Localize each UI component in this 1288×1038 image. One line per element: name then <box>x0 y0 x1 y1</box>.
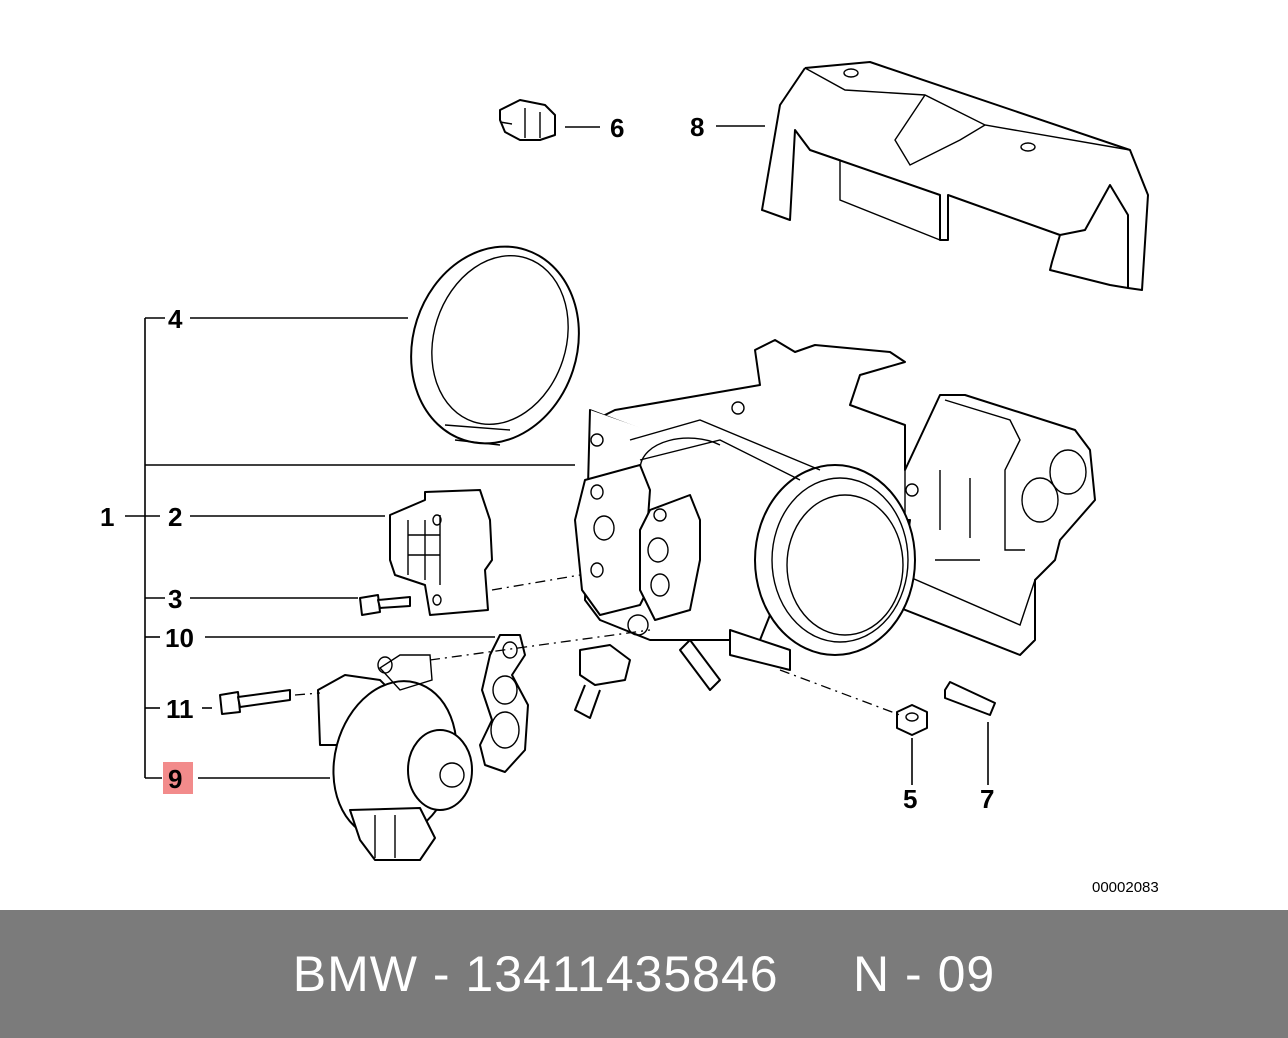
part-9-idle-valve <box>317 654 473 861</box>
reference-number: 00002083 <box>1092 879 1159 896</box>
leader-lines <box>125 125 989 785</box>
part-4-ring <box>410 245 580 446</box>
callout-5: 5 <box>903 784 917 814</box>
callout-3: 3 <box>168 584 182 614</box>
callout-1: 1 <box>100 502 114 532</box>
part-7-pin <box>944 681 996 716</box>
part-11-bolt <box>219 689 291 715</box>
callout-4: 4 <box>168 304 183 334</box>
part-3-screw <box>359 594 411 616</box>
callout-6: 6 <box>610 113 624 143</box>
part-2-sensor <box>389 489 493 616</box>
assembly-lines <box>294 574 901 716</box>
callout-2: 2 <box>168 502 182 532</box>
callout-7: 7 <box>980 784 994 814</box>
throttle-body <box>574 339 1096 719</box>
footer-part-number: BMW - 13411435846 N - 09 <box>292 946 996 1002</box>
callout-9: 9 <box>168 764 182 794</box>
footer-banner: BMW - 13411435846 N - 09 <box>0 910 1288 1038</box>
callout-11: 11 <box>166 694 194 724</box>
part-10-gasket <box>479 634 529 773</box>
part-8-cover <box>761 61 1149 291</box>
parts-diagram: 1 2 3 4 5 6 7 8 9 10 11 00002083 <box>100 61 1159 896</box>
callout-10: 10 <box>165 623 194 653</box>
part-5-nut <box>896 704 928 736</box>
callout-8: 8 <box>690 112 704 142</box>
part-6-clip <box>499 99 556 141</box>
highlight-box <box>163 762 193 794</box>
